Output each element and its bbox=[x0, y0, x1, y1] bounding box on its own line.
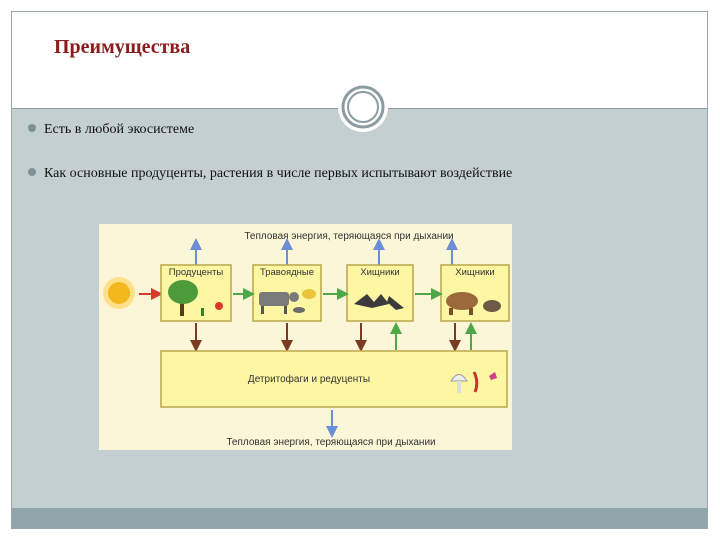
ring-ornament-icon bbox=[338, 82, 388, 132]
carnivores-label-2: Хищники bbox=[455, 267, 494, 278]
bullet-text-1: Есть в любой экосистеме bbox=[44, 122, 195, 137]
bullet-item-1: Есть в любой экосистеме bbox=[28, 122, 194, 138]
bear-icon bbox=[446, 292, 501, 315]
mushroom-icon bbox=[450, 371, 497, 393]
cow-icon bbox=[259, 289, 316, 314]
top-heat-label: Тепловая энергия, теряющаяся при дыхании bbox=[244, 231, 453, 242]
bottom-heat-label: Тепловая энергия, теряющаяся при дыхании bbox=[226, 437, 435, 448]
tree-icon bbox=[168, 280, 223, 316]
bullet-dot-icon bbox=[28, 124, 36, 132]
decomposers-box bbox=[160, 350, 508, 408]
slide: Преимущества Есть в любой экосистеме Как… bbox=[11, 11, 708, 529]
bat-icon bbox=[354, 294, 404, 310]
bullet-item-2: Как основные продуценты, растения в числ… bbox=[28, 166, 512, 182]
energy-flow-svg: Тепловая энергия, теряющаяся при дыхании… bbox=[103, 231, 510, 448]
slide-title: Преимущества bbox=[54, 36, 191, 58]
bullet-dot-icon bbox=[28, 168, 36, 176]
energy-flow-diagram: Тепловая энергия, теряющаяся при дыхании… bbox=[99, 224, 512, 450]
sun-icon bbox=[103, 277, 135, 309]
carnivores-box-1 bbox=[346, 264, 414, 322]
bullet-text-2: Как основные продуценты, растения в числ… bbox=[44, 166, 513, 181]
producers-label: Продуценты bbox=[169, 267, 224, 278]
herbivores-label: Травоядные bbox=[260, 267, 314, 278]
footer-band bbox=[12, 508, 707, 528]
carnivores-label-1: Хищники bbox=[360, 267, 399, 278]
decomposers-label: Детритофаги и редуценты bbox=[248, 373, 370, 385]
